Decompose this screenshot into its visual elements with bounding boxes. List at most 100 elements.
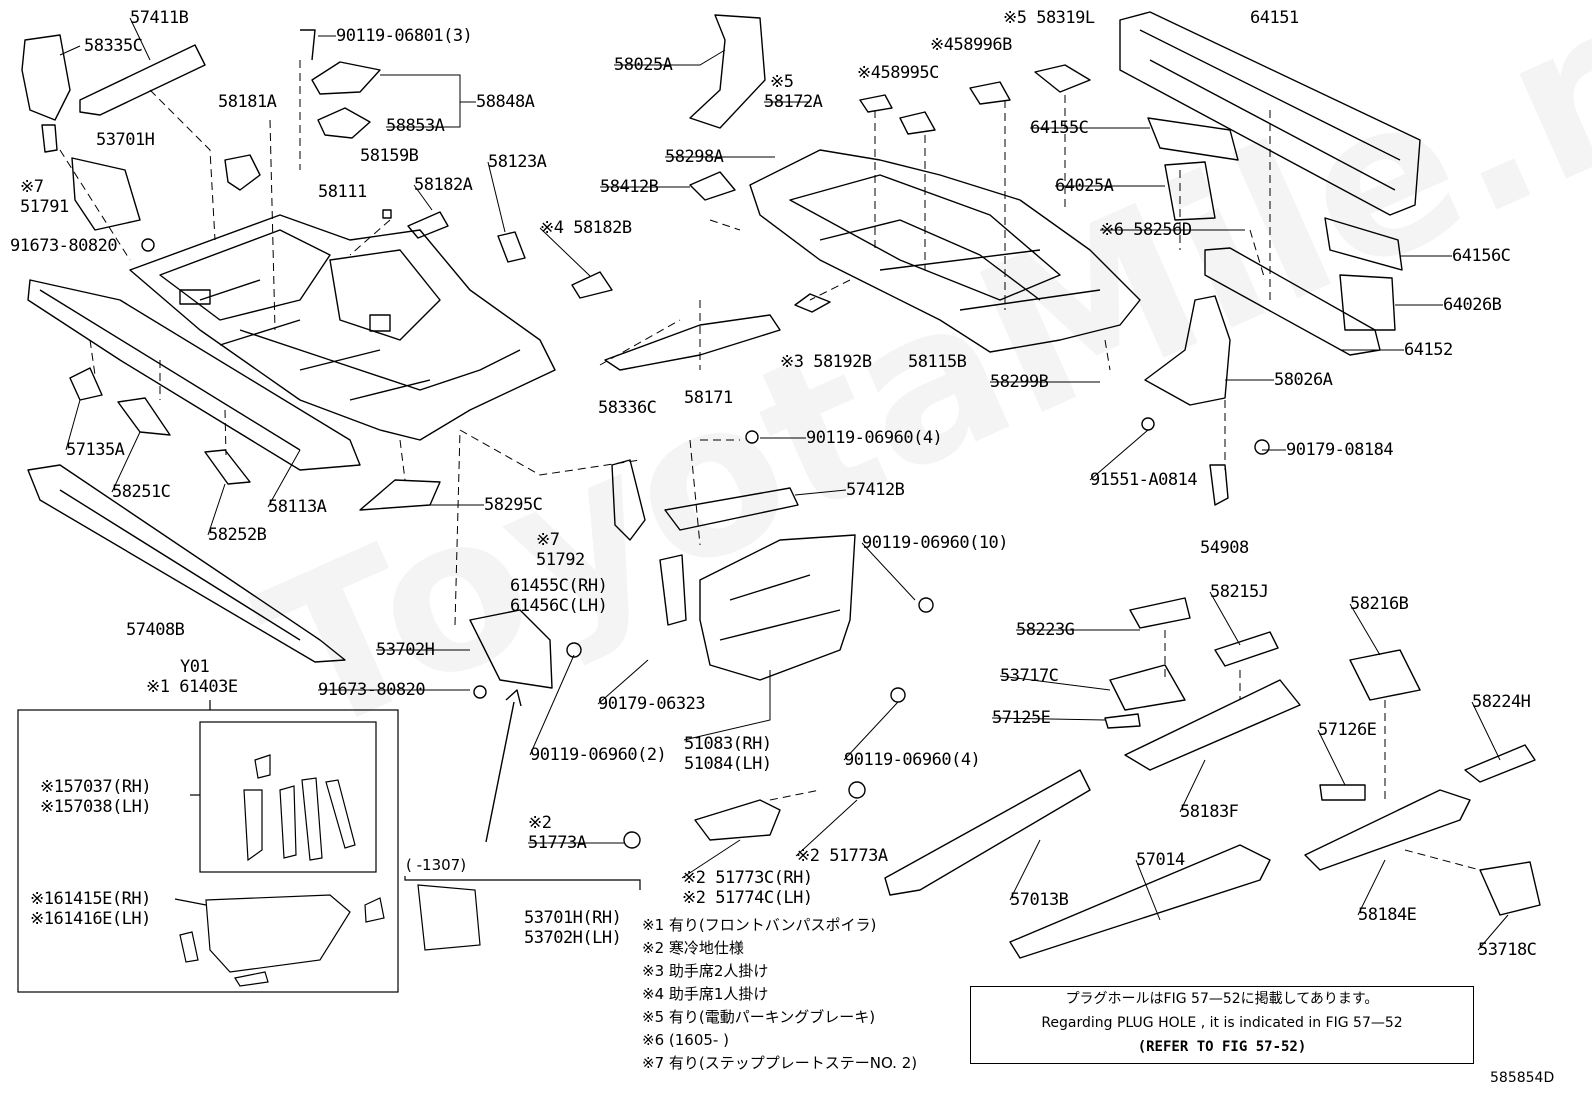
footnote-3: ※3 助手席2人掛け — [642, 962, 769, 980]
part-label-54908: 54908 — [1200, 538, 1249, 558]
part-label-58335C: 58335C — [84, 36, 143, 56]
rear-floor-pan-58115B — [749, 149, 1141, 353]
part-label-Y01: Y01 — [180, 657, 210, 677]
rail-57013B — [884, 769, 1091, 896]
part-label-61403E: ※1 61403E — [146, 677, 238, 697]
part-label-64151: 64151 — [1250, 8, 1299, 28]
part-label-58251C: 58251C — [112, 482, 171, 502]
part-label-51773A-b: ※2 51773A — [796, 846, 888, 866]
footnote-7: ※7 有り(ステッププレートステーNO. 2) — [642, 1054, 918, 1072]
part-label-61456C: 61456C(LH) — [510, 596, 608, 616]
part-label-51792-note: ※7 — [536, 530, 560, 550]
part-label-58026A: 58026A — [1274, 370, 1333, 390]
part-label-58295C: 58295C — [484, 495, 543, 515]
part-label-51773A-a: 51773A — [528, 833, 587, 853]
part-label-90179-08184: 90179-08184 — [1286, 440, 1394, 460]
part-label-58336C: 58336C — [598, 398, 657, 418]
footnote-1: ※1 有り(フロントバンパスポイラ) — [642, 916, 877, 934]
part-label-58216B: 58216B — [1350, 594, 1409, 614]
plug-hole-jp: プラグホールはFIG 57—52に掲載してあります。 — [1065, 991, 1379, 1007]
part-label-58159B: 58159B — [360, 146, 419, 166]
part-label-51773C: ※2 51773C(RH) — [682, 868, 813, 888]
part-label-58113A: 58113A — [268, 497, 327, 517]
part-label-58319L: ※5 58319L — [1003, 8, 1095, 28]
part-label-53701H-rh: 53701H(RH) — [524, 908, 622, 928]
part-label-51791-note: ※7 — [20, 177, 44, 197]
part-label-57126E: 57126E — [1318, 720, 1377, 740]
part-label-57014: 57014 — [1136, 850, 1185, 870]
part-label-58183F: 58183F — [1180, 802, 1239, 822]
part-label-58848A: 58848A — [476, 92, 535, 112]
part-label-51791: 51791 — [20, 197, 69, 217]
part-label-53702H: 53702H — [376, 640, 435, 660]
part-label-57038: ※157038(LH) — [40, 797, 152, 817]
part-label-90119-06960-2: 90119-06960(2) — [530, 745, 667, 765]
footnote-2: ※2 寒冷地仕様 — [642, 939, 744, 957]
rear-cross-member-64151 — [1119, 11, 1421, 216]
part-label-57013B: 57013B — [1010, 890, 1069, 910]
part-label-64152: 64152 — [1404, 340, 1453, 360]
plug-hole-en: Regarding PLUG HOLE , it is indicated in… — [1041, 1015, 1403, 1031]
plug-hole-notice: プラグホールはFIG 57—52に掲載してあります。 Regarding PLU… — [970, 986, 1474, 1064]
part-label-58192B: ※3 58192B — [780, 352, 872, 372]
part-label-58184E: 58184E — [1358, 905, 1417, 925]
part-label-58224H: 58224H — [1472, 692, 1531, 712]
plug-hole-ref: (REFER TO FIG 57-52) — [1137, 1039, 1307, 1055]
part-label-64155C: 64155C — [1030, 118, 1089, 138]
part-label-91673-80820-b: 91673-80820 — [318, 680, 426, 700]
part-label-58181A: 58181A — [218, 92, 277, 112]
part-label-51773A-a-note: ※2 — [528, 813, 552, 833]
footnote-5: ※5 有り(電動パーキングブレーキ) — [642, 1008, 876, 1026]
part-label-58223G: 58223G — [1016, 620, 1075, 640]
part-label-57125E: 57125E — [992, 708, 1051, 728]
figure-code: 585854D — [1490, 1070, 1555, 1086]
part-label-51792: 51792 — [536, 550, 585, 570]
part-label-58252B: 58252B — [208, 525, 267, 545]
part-label-58299B: 58299B — [990, 372, 1049, 392]
part-label-64026B: 64026B — [1443, 295, 1502, 315]
part-label-57411B: 57411B — [130, 8, 189, 28]
part-label-53717C: 53717C — [1000, 666, 1059, 686]
rail-58184E — [1304, 789, 1471, 871]
part-label-58182B: ※4 58182B — [540, 218, 632, 238]
part-label-53718C: 53718C — [1478, 940, 1537, 960]
part-label-58995C: ※458995C — [857, 63, 939, 83]
part-label-51084: 51084(LH) — [684, 754, 772, 774]
part-label-58298A: 58298A — [665, 147, 724, 167]
front-floor-pan-58111 — [129, 214, 556, 441]
part-label-90119-06960-4b: 90119-06960(4) — [844, 750, 981, 770]
part-label-53702H-lh: 53702H(LH) — [524, 928, 622, 948]
rail-57014 — [1009, 844, 1271, 959]
part-label-58853A: 58853A — [386, 116, 445, 136]
part-label-61455C: 61455C(RH) — [510, 576, 608, 596]
part-label-57135A: 57135A — [66, 440, 125, 460]
part-label-61416E: ※161416E(LH) — [30, 909, 151, 929]
part-label-58172A: 58172A — [764, 92, 823, 112]
part-label-58111: 58111 — [318, 182, 367, 202]
part-label-61415E: ※161415E(RH) — [30, 889, 151, 909]
part-label-58256D: ※6 58256D — [1100, 220, 1192, 240]
cross-member-58113A — [27, 279, 361, 471]
part-label-51774C: ※2 51774C(LH) — [682, 888, 813, 908]
part-label-90119-06960-10: 90119-06960(10) — [862, 533, 1009, 553]
rocker-57408B — [27, 464, 346, 663]
part-label-58215J: 58215J — [1210, 582, 1269, 602]
footnote-6: ※6 (1605- ) — [642, 1031, 729, 1049]
part-label-90119-06801: 90119-06801(3) — [336, 26, 473, 46]
part-label-91673-80820-a: 91673-80820 — [10, 236, 118, 256]
part-label-64025A: 64025A — [1055, 176, 1114, 196]
part-label-57037: ※157037(RH) — [40, 777, 152, 797]
bracket-58295C — [359, 479, 441, 511]
part-label-90179-06323: 90179-06323 — [598, 694, 706, 714]
part-label-58115B: 58115B — [908, 352, 967, 372]
date-range-label: ( -1307) — [406, 856, 467, 874]
inset-box-61403E — [17, 709, 399, 993]
side-panel-51083 — [699, 534, 856, 681]
part-label-51083: 51083(RH) — [684, 734, 772, 754]
part-label-58182A: 58182A — [414, 175, 473, 195]
part-label-57408B: 57408B — [126, 620, 185, 640]
part-label-58412B: 58412B — [600, 177, 659, 197]
part-label-58171: 58171 — [684, 388, 733, 408]
part-label-53701H: 53701H — [96, 130, 155, 150]
